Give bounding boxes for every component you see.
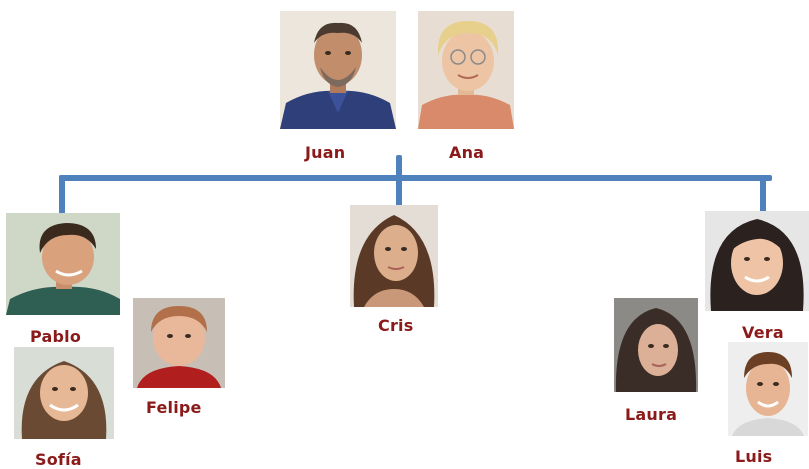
luis-label: Luis xyxy=(735,447,773,466)
felipe-label: Felipe xyxy=(146,398,202,417)
connector-middle-branch xyxy=(396,175,402,209)
connector-left-branch xyxy=(59,175,65,217)
sofia-label: Sofía xyxy=(35,450,82,469)
felipe-photo xyxy=(133,298,225,388)
sofia-photo xyxy=(14,347,114,439)
ana-label: Ana xyxy=(449,143,485,162)
vera-label: Vera xyxy=(742,323,784,342)
ana-photo xyxy=(418,11,514,129)
vera-photo xyxy=(705,211,809,311)
connector-parents-drop xyxy=(396,155,402,183)
juan-label: Juan xyxy=(305,143,346,162)
laura-label: Laura xyxy=(625,405,678,424)
cris-photo xyxy=(350,205,438,307)
connector-right-branch xyxy=(760,175,766,215)
luis-photo xyxy=(728,342,808,436)
pablo-photo xyxy=(6,213,120,315)
connector-horizontal-bar xyxy=(59,175,772,181)
cris-label: Cris xyxy=(378,316,414,335)
pablo-label: Pablo xyxy=(30,327,82,346)
laura-photo xyxy=(614,298,698,392)
juan-photo xyxy=(280,11,396,129)
